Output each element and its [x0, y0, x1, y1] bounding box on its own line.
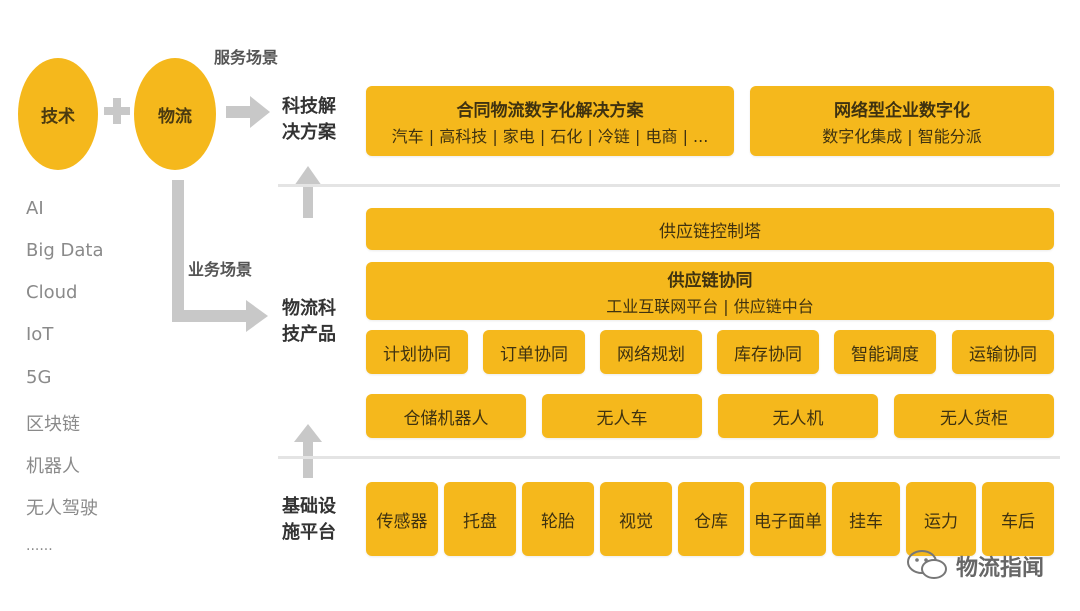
tech-item-iot: IoT [26, 324, 54, 345]
infra-item-label: 轮胎 [541, 511, 575, 532]
circle-tech: 技术 [18, 58, 98, 170]
infra-item: 挂车 [832, 482, 900, 556]
product-row1-item: 智能调度 [834, 330, 936, 374]
product-row1-item: 网络规划 [600, 330, 702, 374]
tech-item-robot: 机器人 [26, 456, 80, 477]
network-enterprise-title: 网络型企业数字化 [834, 100, 970, 121]
product-row1-label: 库存协同 [734, 344, 802, 365]
network-enterprise-box: 网络型企业数字化 数字化集成 | 智能分派 [750, 86, 1054, 156]
product-row2-label: 无人货柜 [940, 408, 1008, 429]
tech-item-cloud: Cloud [26, 282, 78, 303]
tech-item-autonomous: 无人驾驶 [26, 498, 98, 519]
circle-logistics: 物流 [134, 58, 216, 170]
tech-item-5g: 5G [26, 367, 52, 388]
control-tower-label: 供应链控制塔 [659, 221, 761, 242]
product-row1-label: 计划协同 [383, 344, 451, 365]
supply-collab-box: 供应链协同 工业互联网平台 | 供应链中台 [366, 262, 1054, 320]
infra-item: 视觉 [600, 482, 672, 556]
infra-item: 车后 [982, 482, 1054, 556]
circle-tech-label: 技术 [41, 106, 75, 127]
infra-item-label: 电子面单 [754, 511, 822, 532]
infra-item-label: 仓库 [694, 511, 728, 532]
layer-title-products: 物流科技产品 [282, 298, 336, 345]
product-row1-item: 订单协同 [483, 330, 585, 374]
network-enterprise-items: 数字化集成 | 智能分派 [822, 126, 982, 146]
product-row2-item: 无人货柜 [894, 394, 1054, 438]
plus-icon-v [113, 98, 121, 124]
product-row2-item: 仓储机器人 [366, 394, 526, 438]
infra-item: 仓库 [678, 482, 744, 556]
tech-item-more: ...... [26, 538, 53, 554]
infra-item: 传感器 [366, 482, 438, 556]
supply-collab-title: 供应链协同 [667, 270, 753, 291]
infra-item-label: 传感器 [376, 511, 428, 532]
infra-item: 轮胎 [522, 482, 594, 556]
layer-title-solutions: 科技解决方案 [282, 96, 336, 143]
business-scene-label: 业务场景 [188, 260, 253, 279]
infra-item: 电子面单 [750, 482, 826, 556]
product-row1-label: 智能调度 [851, 344, 919, 365]
infra-item-label: 挂车 [849, 511, 883, 532]
divider-top [278, 184, 1060, 187]
product-row2-label: 无人机 [772, 408, 824, 429]
watermark-text: 物流指闻 [956, 556, 1045, 581]
product-row1-item: 库存协同 [717, 330, 819, 374]
product-row2-item: 无人机 [718, 394, 878, 438]
infra-item: 运力 [906, 482, 976, 556]
layer-title-infra: 基础设施平台 [282, 496, 336, 543]
contract-logistics-box: 合同物流数字化解决方案 汽车 | 高科技 | 家电 | 石化 | 冷链 | 电商… [366, 86, 734, 156]
contract-logistics-items: 汽车 | 高科技 | 家电 | 石化 | 冷链 | 电商 | ... [391, 126, 709, 146]
circle-logistics-label: 物流 [158, 106, 192, 127]
control-tower-box: 供应链控制塔 [366, 208, 1054, 250]
supply-collab-items: 工业互联网平台 | 供应链中台 [606, 296, 814, 316]
divider-bottom [278, 456, 1060, 459]
product-row1-label: 运输协同 [969, 344, 1037, 365]
product-row2-label: 仓储机器人 [403, 408, 489, 429]
contract-logistics-title: 合同物流数字化解决方案 [456, 100, 644, 121]
product-row1-item: 运输协同 [952, 330, 1054, 374]
service-scene-label: 服务场景 [214, 48, 279, 67]
tech-item-blockchain: 区块链 [26, 414, 80, 435]
wechat-icon [907, 550, 947, 579]
product-row2-item: 无人车 [542, 394, 702, 438]
product-row1-item: 计划协同 [366, 330, 468, 374]
infra-item-label: 托盘 [463, 511, 497, 532]
infra-item: 托盘 [444, 482, 516, 556]
tech-item-bigdata: Big Data [26, 240, 104, 261]
product-row2-label: 无人车 [596, 408, 648, 429]
infra-item-label: 运力 [924, 511, 958, 532]
product-row1-label: 网络规划 [617, 344, 685, 365]
infra-item-label: 车后 [1001, 511, 1035, 532]
infra-item-label: 视觉 [619, 511, 653, 532]
tech-item-ai: AI [26, 198, 44, 219]
product-row1-label: 订单协同 [500, 344, 568, 365]
